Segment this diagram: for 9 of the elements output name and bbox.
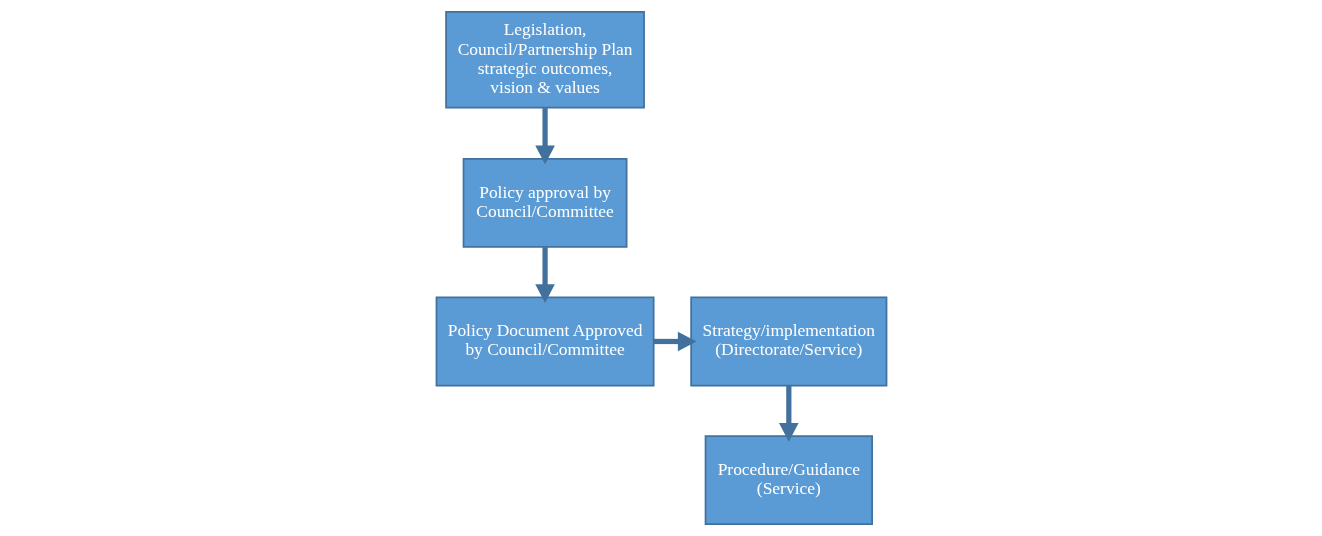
arrow: [653, 331, 697, 352]
node-box: Procedure/Guidance (Service): [704, 435, 873, 526]
node-box: Policy approval by Council/Committee: [462, 157, 627, 248]
arrow: [534, 247, 555, 303]
node-box: Strategy/implementation (Directorate/Service): [689, 296, 887, 387]
arrow: [534, 108, 555, 165]
node-box: Policy Document Approved by Council/Committee: [435, 296, 654, 387]
arrow: [778, 385, 799, 442]
node-box: Legislation, Council/Partnership Plan strategic outcomes, vision & values: [444, 10, 645, 109]
